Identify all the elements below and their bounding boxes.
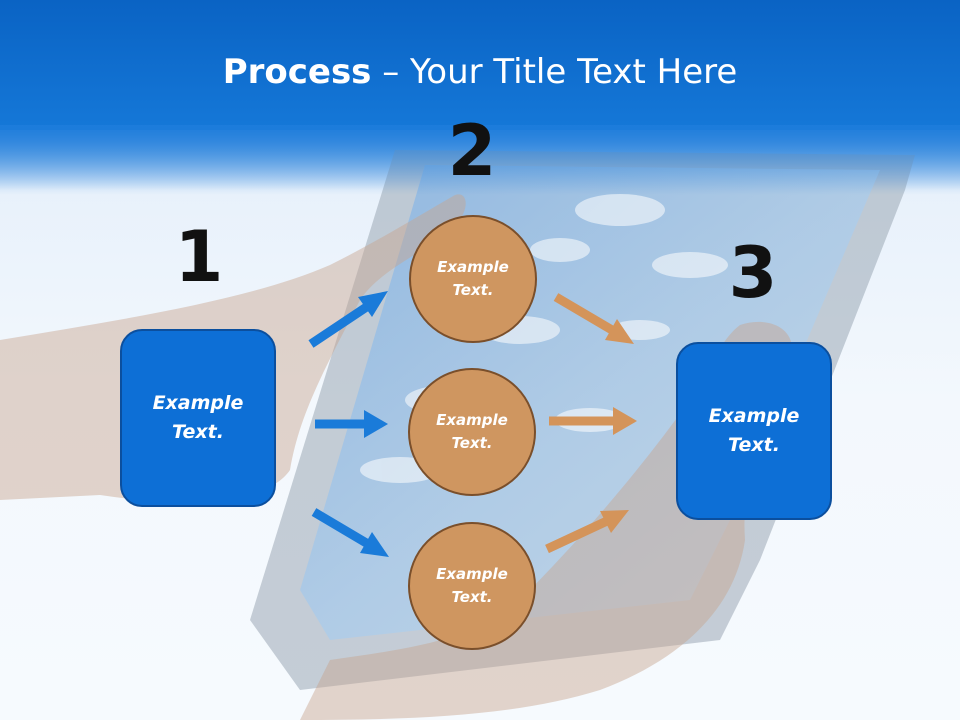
step-number-2: 2 <box>447 110 497 192</box>
step-1-label: Example Text. <box>152 392 244 443</box>
title-bar-fade <box>0 125 960 195</box>
arrow-circle-middle-to-box3 <box>549 407 637 435</box>
arrow-circle-top-to-box3 <box>553 293 634 344</box>
slide-title: Process – Your Title Text Here <box>0 52 960 92</box>
arrow-circle-bottom-to-box3 <box>545 510 629 554</box>
step-number-3: 3 <box>728 232 778 314</box>
step-2-circle-top-label: Example Text. <box>437 258 509 299</box>
arrow-box1-to-circle-middle <box>315 410 388 438</box>
arrow-box1-to-circle-top <box>308 291 388 348</box>
step-2-circle-bottom: Example Text. <box>408 522 536 650</box>
step-number-1: 1 <box>174 216 224 298</box>
title-bar <box>0 0 960 130</box>
step-2-circle-middle: Example Text. <box>408 368 536 496</box>
step-1-box: Example Text. <box>120 329 276 507</box>
arrow-box1-to-circle-bottom <box>311 508 389 557</box>
step-2-circle-bottom-label: Example Text. <box>436 565 508 606</box>
title-rest: – Your Title Text Here <box>371 52 738 92</box>
step-2-circle-middle-label: Example Text. <box>436 411 508 452</box>
step-3-label: Example Text. <box>708 405 800 456</box>
step-3-box: Example Text. <box>676 342 832 520</box>
title-strong: Process <box>222 52 372 92</box>
step-2-circle-top: Example Text. <box>409 215 537 343</box>
